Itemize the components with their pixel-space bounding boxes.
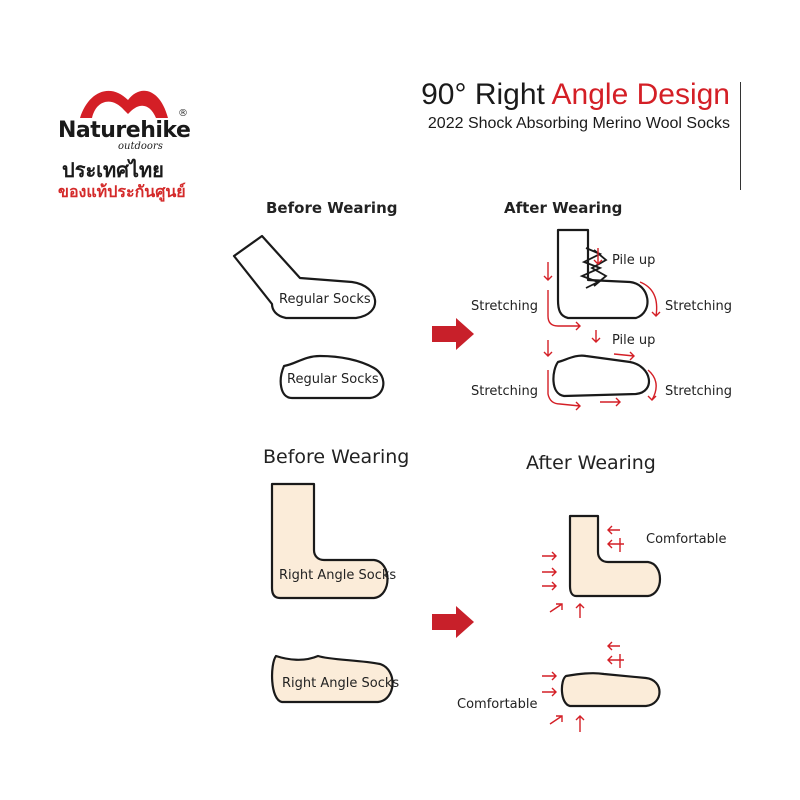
pile-up-label-2: Pile up — [612, 333, 656, 348]
brand-subtitle: outdoors — [118, 141, 163, 152]
comfortable-arrows-icon — [542, 525, 624, 732]
red-arrow-icon-2 — [432, 606, 474, 638]
pile-up-label-1: Pile up — [612, 253, 656, 268]
after-right-angle-sock-outline — [568, 514, 662, 598]
after-regular-low-sock-outline — [552, 354, 651, 398]
logo-arc-icon — [80, 90, 168, 118]
page-subtitle: 2022 Shock Absorbing Merino Wool Socks — [427, 115, 730, 132]
brand-thai-red-line: ของแท้ประกันศูนย์ — [58, 182, 186, 201]
title-prefix: 90° Right — [421, 78, 552, 111]
top-before-label: Before Wearing — [266, 199, 398, 217]
regular-low-sock-outline — [279, 354, 385, 400]
top-after-label: After Wearing — [504, 199, 623, 217]
right-angle-sock-outline — [270, 482, 389, 600]
regular-sock-label: Regular Socks — [279, 292, 371, 307]
stretching-arrows-icon — [543, 248, 661, 411]
comfortable-label-1: Comfortable — [646, 532, 727, 547]
brand-thai-line: ประเทศไทย — [62, 158, 164, 182]
bottom-before-label: Before Wearing — [263, 446, 410, 468]
brand-name: Naturehike — [58, 118, 191, 143]
bottom-after-label: After Wearing — [526, 452, 656, 474]
regular-sock-outline — [232, 234, 377, 320]
after-right-angle-low-sock-outline — [560, 672, 661, 708]
right-angle-low-sock-outline — [270, 654, 394, 704]
registered-mark: ® — [178, 108, 188, 119]
red-arrow-icon — [432, 318, 474, 350]
right-angle-sock-label: Right Angle Socks — [279, 568, 397, 583]
comfortable-label-2: Comfortable — [457, 697, 538, 712]
stretching-left-label-1: Stretching — [471, 299, 538, 314]
regular-low-sock-label: Regular Socks — [287, 372, 379, 387]
page-title: 90° Right Angle Design — [421, 78, 730, 112]
header-divider — [740, 82, 741, 190]
stretching-right-label-2: Stretching — [665, 384, 732, 399]
title-accent: Angle Design — [551, 78, 730, 111]
after-regular-sock-outline — [556, 228, 649, 320]
right-angle-low-sock-label: Right Angle Socks — [282, 676, 400, 691]
stretching-right-label-1: Stretching — [665, 299, 732, 314]
stretching-left-label-2: Stretching — [471, 384, 538, 399]
pile-up-zigzag-icon — [579, 247, 608, 289]
